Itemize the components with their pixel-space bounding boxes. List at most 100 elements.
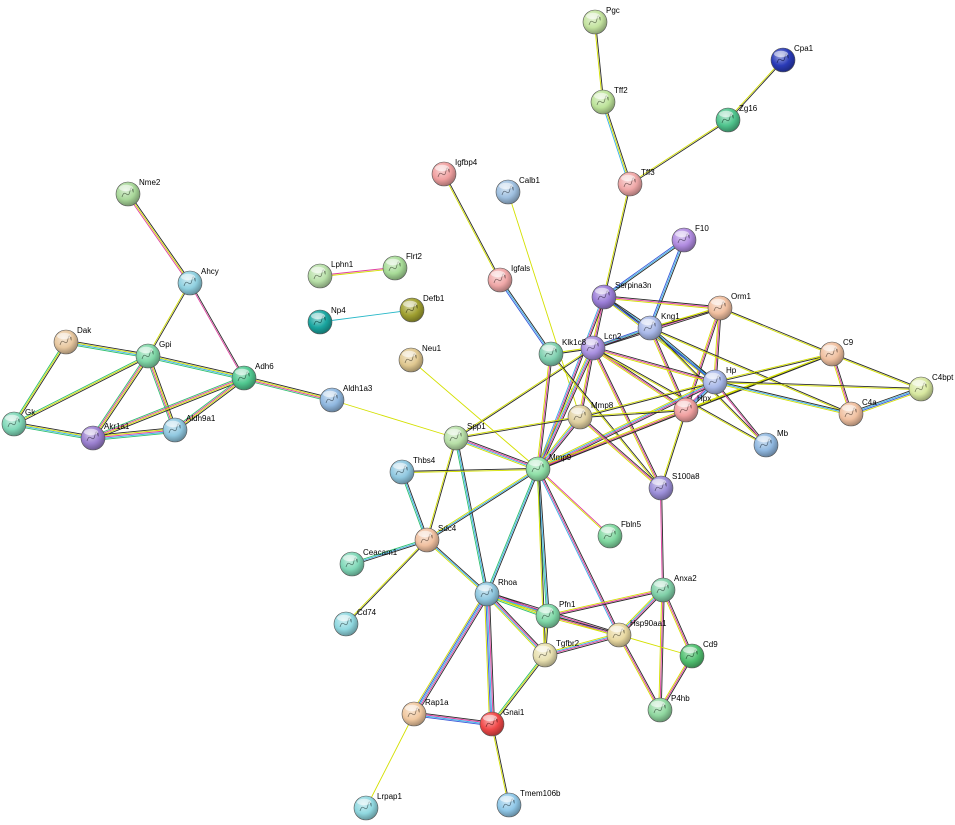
node-tff2[interactable]: Tff2 bbox=[590, 86, 628, 115]
node-cd9[interactable]: Cd9 bbox=[679, 640, 718, 669]
node-aldh1a3[interactable]: Aldh1a3 bbox=[319, 384, 373, 413]
node-ahcy[interactable]: Ahcy bbox=[177, 267, 219, 296]
node-gk[interactable]: Gk bbox=[1, 408, 36, 437]
edge-evidence-strand bbox=[65, 339, 149, 355]
edge-evidence-strand bbox=[146, 355, 175, 431]
edge-dak-gk bbox=[12, 340, 68, 426]
node-flrt2[interactable]: Flrt2 bbox=[382, 252, 423, 281]
protein-structure-icon bbox=[685, 649, 698, 660]
edge-evidence-strand bbox=[147, 357, 245, 381]
node-highlight bbox=[542, 344, 556, 352]
node-nme2[interactable]: Nme2 bbox=[115, 178, 161, 207]
node-np4[interactable]: Np4 bbox=[307, 306, 346, 335]
node-anxa2[interactable]: Anxa2 bbox=[650, 574, 697, 603]
edge-evidence-strand bbox=[456, 437, 489, 595]
edge-igfbp4-igfals bbox=[442, 173, 502, 281]
node-gpi[interactable]: Gpi bbox=[135, 340, 172, 369]
node-cpa1[interactable]: Cpa1 bbox=[770, 44, 814, 73]
node-aldh9a1[interactable]: Aldh9a1 bbox=[162, 414, 216, 443]
node-gnai1[interactable]: Gnai1 bbox=[479, 708, 525, 737]
protein-structure-icon bbox=[325, 393, 338, 404]
protein-structure-icon bbox=[844, 407, 857, 418]
edge-evidence-strand bbox=[413, 711, 493, 723]
node-lphn1[interactable]: Lphn1 bbox=[307, 260, 354, 289]
edge-cpa1-zg16 bbox=[727, 59, 784, 121]
node-defb1[interactable]: Defb1 bbox=[399, 294, 445, 323]
node-mmp9[interactable]: Mmp9 bbox=[525, 453, 572, 482]
edge-evidence-strand bbox=[544, 632, 619, 654]
node-hsp90aa1[interactable]: Hsp90aa1 bbox=[606, 619, 667, 648]
edge-evidence-strand bbox=[319, 268, 396, 278]
edge-evidence-strand bbox=[537, 353, 552, 470]
node-rhoa[interactable]: Rhoa bbox=[474, 578, 518, 607]
node-rap1a[interactable]: Rap1a bbox=[401, 698, 449, 727]
node-label-gk: Gk bbox=[25, 408, 36, 417]
node-zg16[interactable]: Zg16 bbox=[715, 104, 758, 133]
edge-tgfbr2-gnai1 bbox=[490, 653, 547, 726]
node-tmem106b[interactable]: Tmem106b bbox=[496, 789, 561, 818]
edge-evidence-strand bbox=[604, 183, 632, 298]
node-tgfbr2[interactable]: Tgfbr2 bbox=[532, 639, 580, 668]
node-label-hp: Hp bbox=[726, 366, 737, 375]
node-c4a[interactable]: C4a bbox=[838, 398, 877, 427]
node-akr1a1[interactable]: Akr1a1 bbox=[80, 422, 130, 451]
protein-structure-icon bbox=[359, 801, 372, 812]
node-s100a8[interactable]: S100a8 bbox=[648, 472, 700, 501]
node-spp1[interactable]: Spp1 bbox=[443, 422, 486, 451]
node-neu1[interactable]: Neu1 bbox=[398, 344, 442, 373]
edge-evidence-strand bbox=[547, 616, 620, 637]
node-highlight bbox=[500, 795, 514, 803]
protein-structure-icon bbox=[544, 347, 557, 358]
node-pgc[interactable]: Pgc bbox=[582, 6, 620, 35]
node-hpx[interactable]: Hpx bbox=[673, 394, 711, 423]
node-label-fbln5: Fbln5 bbox=[621, 520, 642, 529]
edge-kng1-c4a bbox=[649, 326, 852, 416]
edge-serpina3n-orm1 bbox=[603, 295, 721, 310]
node-label-defb1: Defb1 bbox=[423, 294, 445, 303]
node-sdc4[interactable]: Sdc4 bbox=[414, 524, 457, 553]
edge-hsp90aa1-p4hb bbox=[617, 633, 662, 712]
node-hp[interactable]: Hp bbox=[702, 366, 737, 395]
node-ceacam1[interactable]: Ceacam1 bbox=[339, 548, 398, 577]
node-c9[interactable]: C9 bbox=[819, 338, 854, 367]
node-dak[interactable]: Dak bbox=[53, 326, 92, 355]
edge-evidence-strand bbox=[831, 352, 922, 389]
node-label-pgc: Pgc bbox=[606, 6, 620, 15]
node-cd74[interactable]: Cd74 bbox=[333, 608, 377, 637]
node-kng1[interactable]: Kng1 bbox=[637, 312, 680, 341]
edge-evidence-strand bbox=[148, 355, 177, 431]
protein-structure-icon bbox=[168, 423, 181, 434]
node-lcn2[interactable]: Lcn2 bbox=[580, 332, 622, 361]
node-highlight bbox=[539, 606, 553, 614]
node-highlight bbox=[757, 435, 771, 443]
node-igfals[interactable]: Igfals bbox=[487, 264, 530, 293]
node-orm1[interactable]: Orm1 bbox=[707, 292, 752, 321]
edge-hpx-mmp9 bbox=[537, 408, 687, 471]
node-thbs4[interactable]: Thbs4 bbox=[389, 456, 436, 485]
edge-evidence-strand bbox=[593, 347, 663, 488]
node-adh6[interactable]: Adh6 bbox=[231, 362, 274, 391]
node-p4hb[interactable]: P4hb bbox=[647, 694, 690, 723]
node-serpina3n[interactable]: Serpina3n bbox=[591, 281, 651, 310]
node-klk1c8[interactable]: Klk1c8 bbox=[538, 338, 587, 367]
edge-hp-c4bpt bbox=[714, 380, 922, 391]
protein-structure-icon bbox=[677, 233, 690, 244]
edge-neu1-mmp9 bbox=[410, 359, 539, 470]
node-igfbp4[interactable]: Igfbp4 bbox=[431, 158, 478, 187]
node-pfn1[interactable]: Pfn1 bbox=[535, 600, 576, 629]
node-mmp8[interactable]: Mmp8 bbox=[567, 401, 614, 430]
node-label-f10: F10 bbox=[695, 224, 709, 233]
node-mb[interactable]: Mb bbox=[753, 429, 789, 458]
node-f10[interactable]: F10 bbox=[671, 224, 709, 253]
node-tff3[interactable]: Tff3 bbox=[617, 168, 655, 197]
node-c4bpt[interactable]: C4bpt bbox=[908, 373, 954, 402]
node-fbln5[interactable]: Fbln5 bbox=[597, 520, 642, 549]
node-label-cd9: Cd9 bbox=[703, 640, 718, 649]
edge-evidence-strand bbox=[487, 593, 494, 725]
edge-evidence-strand bbox=[455, 436, 539, 469]
edge-evidence-strand bbox=[650, 326, 717, 382]
node-lrpap1[interactable]: Lrpap1 bbox=[353, 792, 402, 821]
edge-evidence-strand bbox=[90, 354, 147, 438]
node-calb1[interactable]: Calb1 bbox=[495, 176, 540, 205]
protein-structure-icon bbox=[501, 185, 514, 196]
